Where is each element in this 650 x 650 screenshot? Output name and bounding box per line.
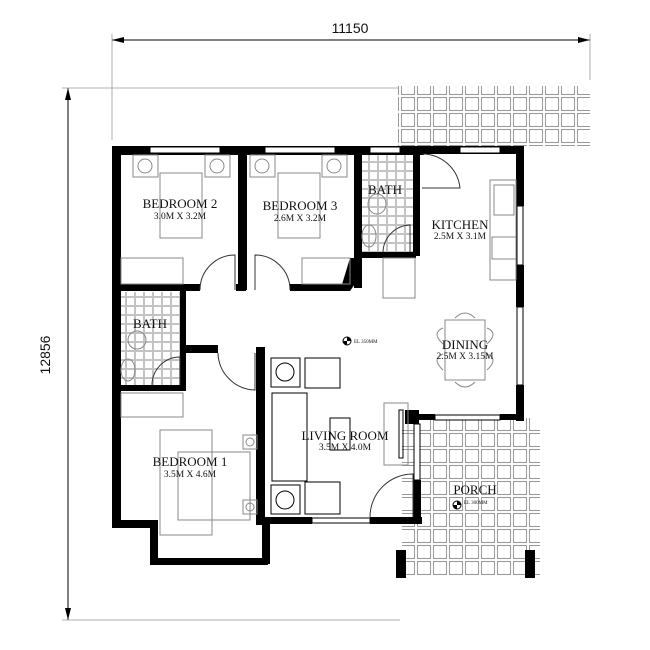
svg-text:BEDROOM 3: BEDROOM 3 xyxy=(263,198,338,213)
room-label-bedroom2: BEDROOM 2 3.0M X 3.2M xyxy=(143,196,218,222)
svg-text:DINING: DINING xyxy=(442,337,488,352)
svg-text:BATH: BATH xyxy=(133,316,167,331)
svg-text:LIVING ROOM: LIVING ROOM xyxy=(301,428,388,443)
svg-text:EL 300MM: EL 300MM xyxy=(464,501,488,506)
bath-top-door xyxy=(382,224,411,253)
svg-text:BATH: BATH xyxy=(368,182,402,197)
svg-text:3.5M X 4.6M: 3.5M X 4.6M xyxy=(164,470,217,480)
svg-text:BEDROOM 2: BEDROOM 2 xyxy=(143,196,218,211)
bedroom1-door xyxy=(217,352,256,391)
porch-tiles xyxy=(402,418,540,576)
windows xyxy=(149,146,524,524)
bath-tiles-left xyxy=(120,292,182,386)
doors xyxy=(151,153,461,518)
room-label-living-room: LIVING ROOM 3.5M X 4.0M xyxy=(301,428,388,453)
height-dimension-label: 12856 xyxy=(37,335,53,374)
kitchen-back-door xyxy=(421,153,461,189)
rear-terrace-tiles xyxy=(398,86,590,146)
room-label-porch: PORCH xyxy=(453,482,496,497)
dimension-height: 12856 xyxy=(37,87,400,621)
bath-left-door xyxy=(151,356,181,386)
svg-text:3.0M X 3.2M: 3.0M X 3.2M xyxy=(154,212,207,222)
furniture xyxy=(120,154,517,536)
room-label-bath-left: BATH xyxy=(133,316,167,331)
svg-text:2.5M X 3.1M: 2.5M X 3.1M xyxy=(434,232,487,242)
svg-text:2.5M X 3.15M: 2.5M X 3.15M xyxy=(436,352,494,362)
room-label-kitchen: KITCHEN 2.5M X 3.1M xyxy=(431,217,489,242)
bedroom3-door xyxy=(254,254,291,291)
bedroom2-door xyxy=(199,254,236,291)
main-entrance-door xyxy=(369,473,414,518)
svg-text:KITCHEN: KITCHEN xyxy=(431,217,489,232)
width-dimension-label: 11150 xyxy=(332,20,369,36)
svg-text:2.6M X 3.2M: 2.6M X 3.2M xyxy=(274,214,327,224)
room-label-bedroom1: BEDROOM 1 3.5M X 4.6M xyxy=(153,454,228,480)
room-label-bath-top: BATH xyxy=(368,182,402,197)
svg-text:PORCH: PORCH xyxy=(453,482,496,497)
svg-text:EL 350MM: EL 350MM xyxy=(354,340,378,345)
room-label-dining: DINING 2.5M X 3.15M xyxy=(436,337,494,362)
room-label-bedroom3: BEDROOM 3 2.6M X 3.2M xyxy=(263,198,338,224)
svg-text:3.5M X 4.0M: 3.5M X 4.0M xyxy=(319,443,372,453)
svg-text:BEDROOM 1: BEDROOM 1 xyxy=(153,454,228,469)
elevation-marker-porch: EL 300MM xyxy=(452,500,488,510)
elevation-marker-interior: EL 350MM xyxy=(342,336,378,346)
bath-tiles-top xyxy=(360,152,415,252)
dimension-width: 11150 xyxy=(111,20,591,140)
